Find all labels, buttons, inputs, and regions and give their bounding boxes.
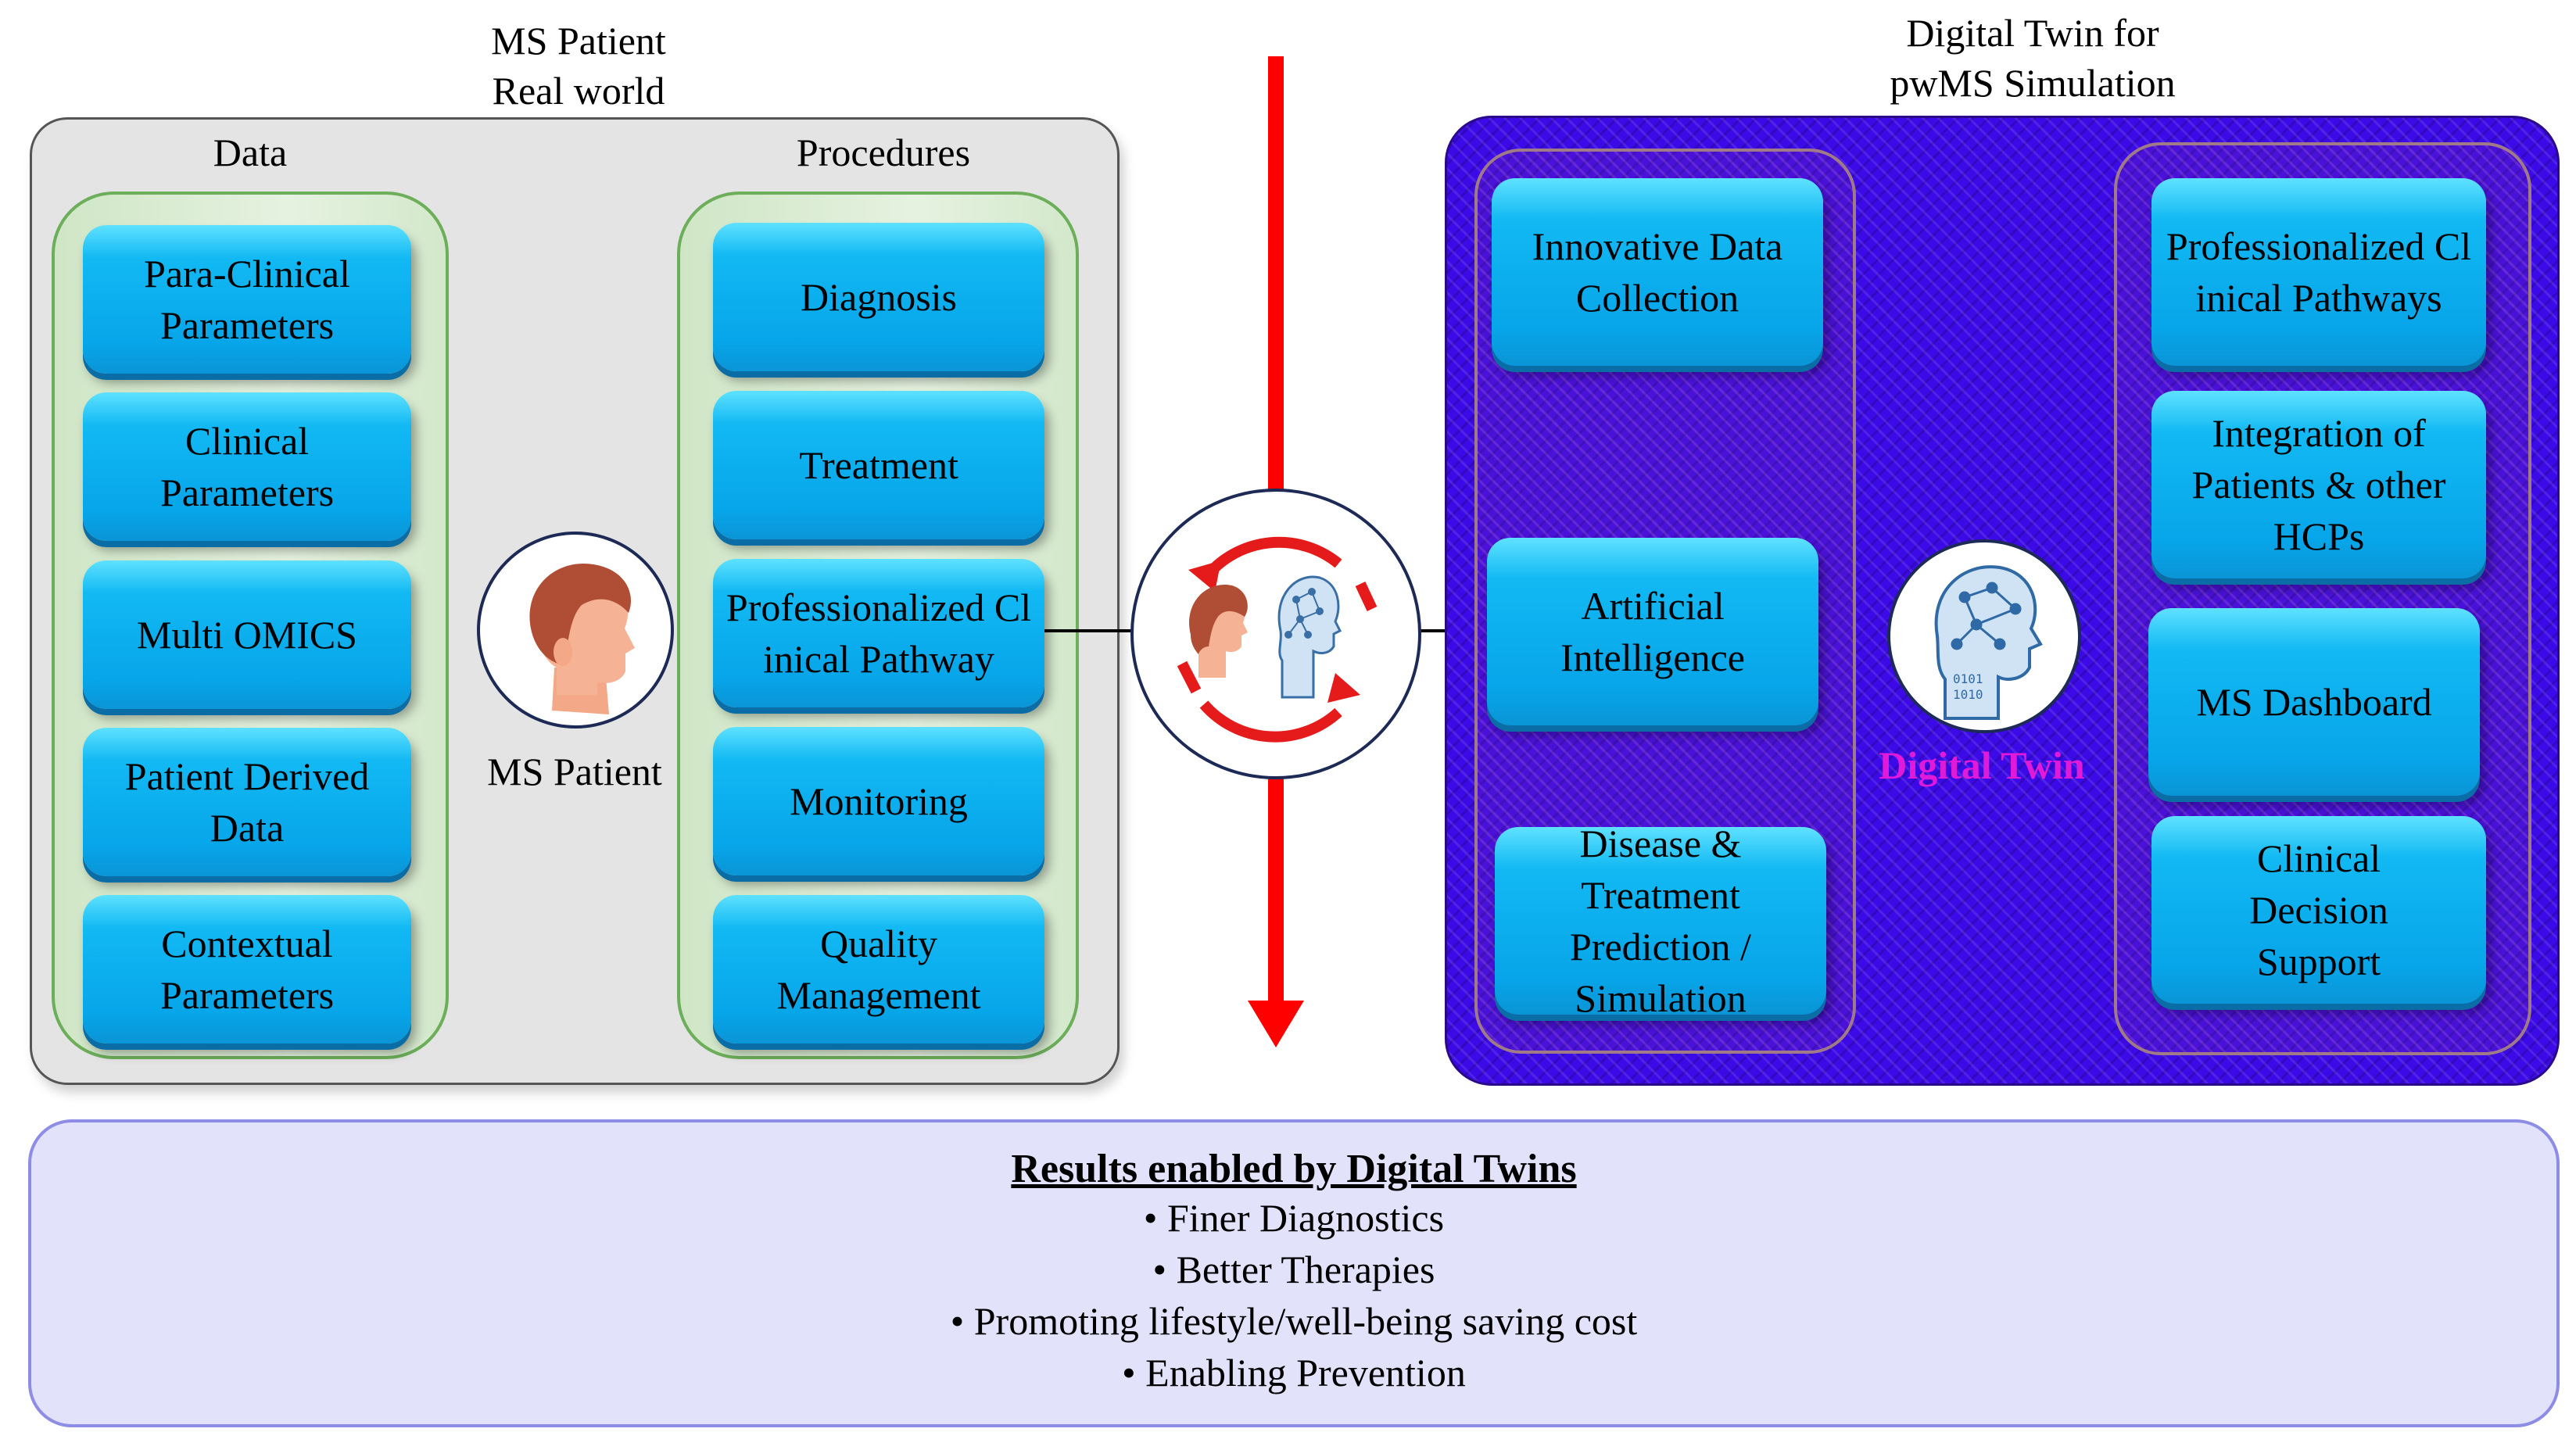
data-item-para-clinical: Para-Clinical Parameters — [83, 225, 411, 374]
real-world-heading-line1: MS Patient — [491, 19, 666, 63]
divider-arrowhead — [1248, 1001, 1304, 1047]
data-item-contextual: Contextual Parameters — [83, 895, 411, 1044]
results-item: • Enabling Prevention — [1122, 1351, 1466, 1395]
procedure-diagnosis: Diagnosis — [713, 223, 1044, 371]
dt-clinical-pathways: Professionalized Clinical Pathways — [2151, 178, 2486, 366]
results-title: Results enabled by Digital Twins — [1011, 1147, 1577, 1191]
digital-twin-heading: Digital Twin for pwMS Simulation — [1845, 8, 2220, 108]
data-column-label: Data — [213, 131, 288, 174]
digital-twin-heading-line1: Digital Twin for — [1906, 11, 2159, 55]
svg-text:0101: 0101 — [1953, 671, 1983, 686]
results-item: • Promoting lifestyle/well-being saving … — [950, 1299, 1638, 1343]
digital-twin-label: Digital Twin — [1879, 743, 2085, 787]
real-world-heading-line2: Real world — [492, 69, 665, 113]
ai-head-icon — [1277, 575, 1342, 699]
sync-circle — [1130, 489, 1421, 779]
connector-left — [1044, 629, 1138, 632]
procedure-quality-management: Quality Management — [713, 895, 1044, 1044]
patient-avatar — [477, 532, 674, 729]
procedure-treatment: Treatment — [713, 391, 1044, 539]
procedure-monitoring: Monitoring — [713, 727, 1044, 875]
patient-head-icon — [1189, 584, 1248, 678]
data-item-multi-omics: Multi OMICS — [83, 560, 411, 709]
results-item: • Finer Diagnostics — [1143, 1196, 1445, 1240]
dt-ms-dashboard: MS Dashboard — [2148, 608, 2480, 796]
results-panel: Results enabled by Digital Twins • Finer… — [28, 1119, 2560, 1427]
procedures-column-label: Procedures — [796, 131, 971, 174]
svg-text:1010: 1010 — [1953, 687, 1983, 702]
procedure-clinical-pathway: Professionalized Clinical Pathway — [713, 559, 1044, 707]
results-item: • Better Therapies — [1152, 1248, 1435, 1291]
dt-artificial-intelligence: Artificial Intelligence — [1487, 538, 1818, 725]
data-item-clinical: Clinical Parameters — [83, 392, 411, 541]
digital-twin-heading-line2: pwMS Simulation — [1890, 61, 2176, 105]
real-world-heading: MS Patient Real world — [438, 16, 719, 116]
dt-disease-prediction: Disease & Treatment Prediction / Simulat… — [1495, 822, 1826, 1020]
sync-arrows-icon — [1177, 536, 1378, 743]
patient-label: MS Patient — [487, 750, 662, 793]
patient-head-icon — [529, 563, 635, 714]
data-item-patient-derived: Patient Derived Data — [83, 728, 411, 876]
dt-integration-hcps: Integration of Patients & other HCPs — [2151, 391, 2486, 578]
divider-line-top — [1268, 56, 1284, 494]
dt-innovative-data-collection: Innovative Data Collection — [1492, 178, 1823, 366]
dt-clinical-decision-support: Clinical Decision Support — [2151, 816, 2486, 1004]
divider-line-bottom — [1268, 770, 1284, 1004]
